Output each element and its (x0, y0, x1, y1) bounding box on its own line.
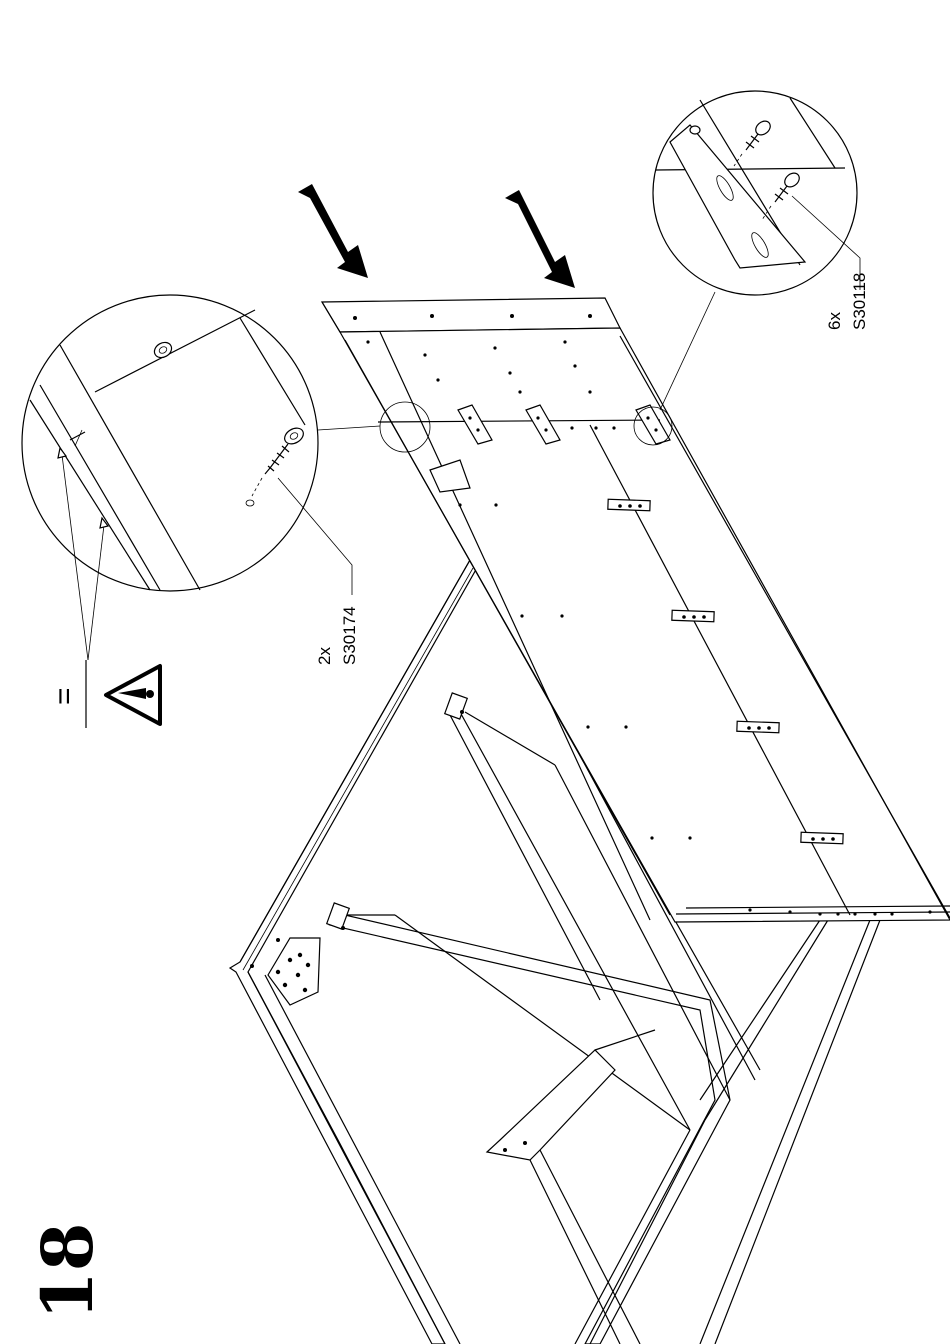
callout-left-quantity: 2x (315, 647, 334, 665)
panel-top-edge (322, 298, 620, 332)
push-arrow-icon (298, 184, 368, 278)
cross-slat (487, 1050, 615, 1160)
step-number-group: 18 (26, 1223, 109, 1320)
callout-right-label: 6x S30118 (825, 273, 869, 330)
small-bracket-upper (445, 693, 468, 719)
step-number: 18 (26, 1223, 109, 1320)
metal-bracket (670, 125, 805, 268)
cam-lock-head (152, 339, 175, 360)
push-arrow-icon (505, 190, 575, 288)
screw-head (282, 425, 306, 447)
equals-sign-group: = (48, 687, 81, 705)
callout-left-label: 2x S30174 (315, 606, 359, 665)
detail-circle-right (634, 91, 860, 445)
warning-triangle-icon (106, 666, 160, 724)
side-rail-left (230, 560, 478, 1344)
callout-left-part-code: S30174 (340, 606, 359, 665)
callout-right-quantity: 6x (825, 312, 844, 330)
push-arrows (298, 184, 575, 288)
headboard-panel (322, 298, 950, 922)
callout-right-part-code: S30118 (850, 273, 869, 330)
equals-sign: = (48, 687, 81, 705)
